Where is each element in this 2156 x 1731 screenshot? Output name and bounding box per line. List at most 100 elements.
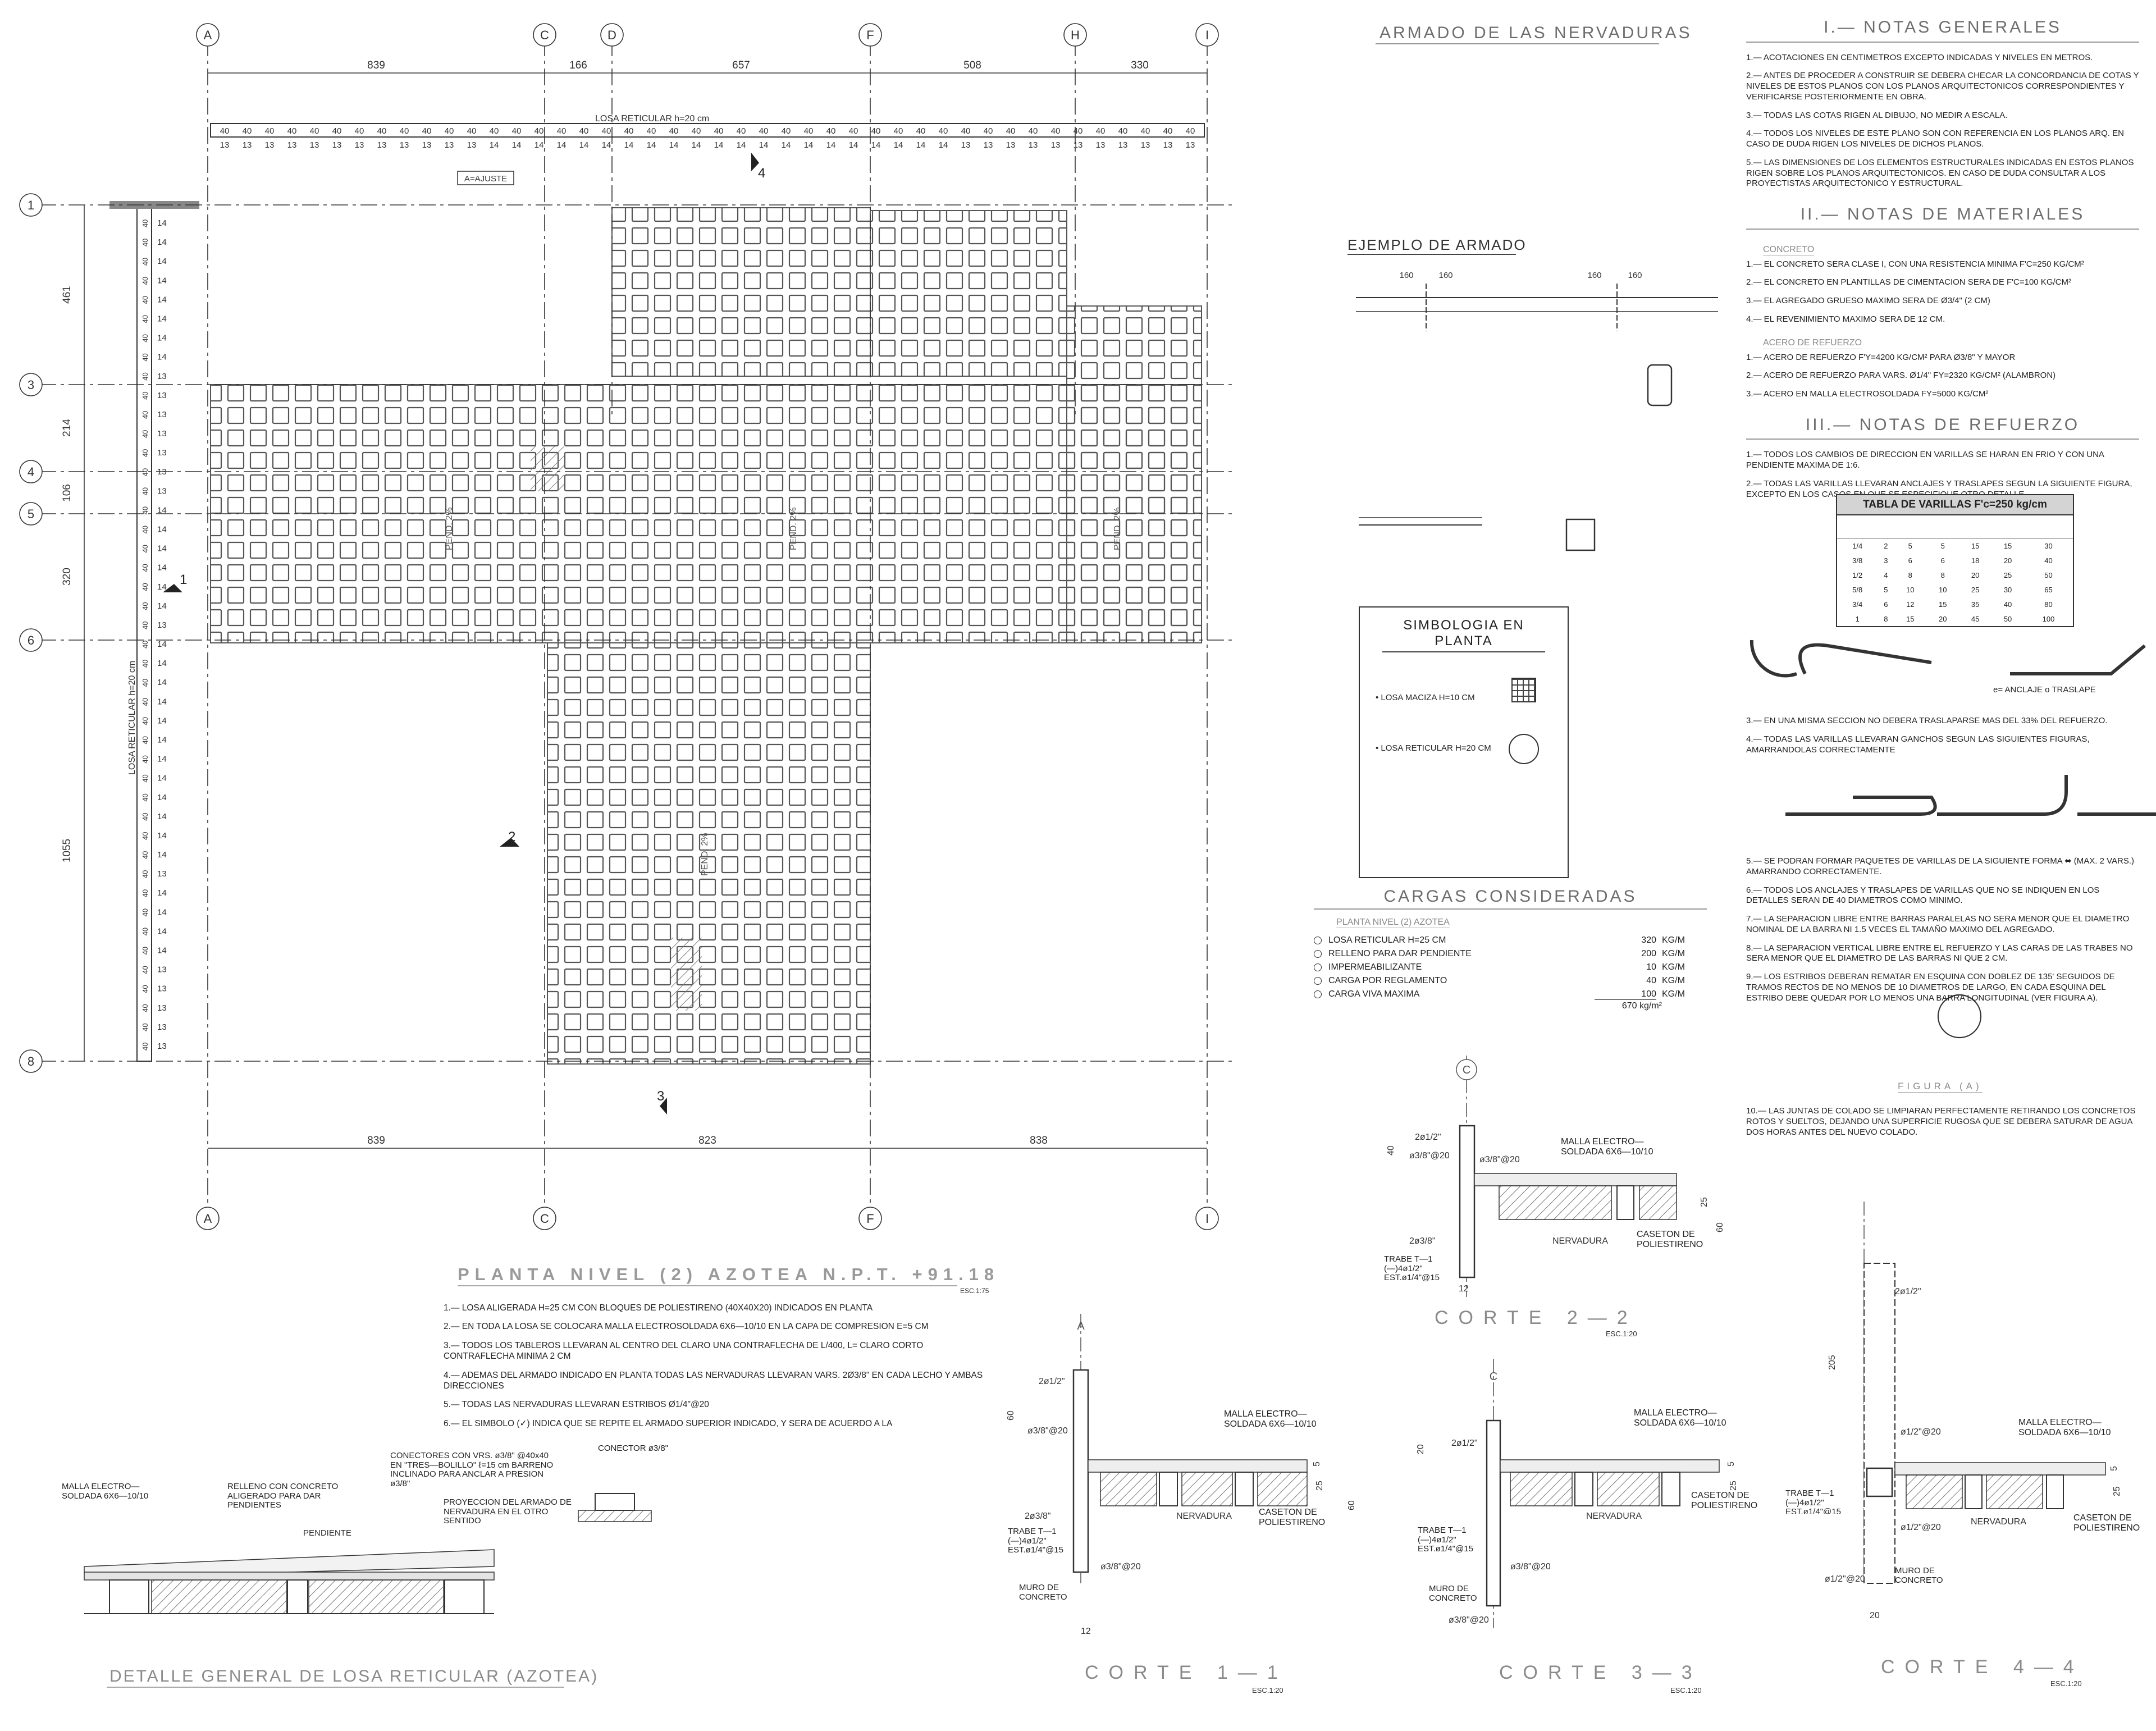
detail-title: DETALLE GENERAL DE LOSA RETICULAR (AZOTE… (109, 1667, 599, 1686)
rib-count-label: 13 (157, 965, 167, 975)
tabla-cell: 5 (1884, 585, 1888, 594)
rib-count-label: 13 (157, 391, 167, 400)
rib-count-label: 13 (157, 1042, 167, 1051)
tabla-cell: 15 (1971, 541, 1980, 550)
dimension-top: 330 (1131, 60, 1149, 71)
rib-spacing-label: 40 (141, 277, 149, 285)
rib-spacing-label: 40 (141, 947, 149, 954)
rib-count-label: 14 (157, 218, 167, 228)
carga-label: CARGA VIVA MAXIMA (1328, 989, 1420, 999)
rib-spacing-label: 40 (1074, 126, 1083, 136)
tabla-cell: 3/4 (1852, 600, 1863, 609)
corte-dim: 60 (1347, 1500, 1356, 1510)
rib-spacing-label: 40 (422, 126, 432, 136)
rib-spacing-label: 40 (141, 258, 149, 266)
rib-spacing-label: 40 (141, 334, 149, 342)
rib-spacing-label: 40 (141, 717, 149, 725)
refuerzo-notes-b: 3.— EN UNA MISMA SECCION NO DEBERA TRASL… (1746, 716, 2139, 755)
rib-count-label: 14 (782, 140, 791, 150)
rib-spacing-label: 40 (894, 126, 903, 136)
ejemplo-title: EJEMPLO DE ARMADO (1347, 236, 1527, 253)
dimension-left: 461 (61, 286, 73, 304)
rib-count-label: 14 (557, 140, 567, 150)
slab-note: 3.— TODOS LOS TABLEROS LLEVARAN AL CENTR… (444, 1340, 924, 1362)
cargas-consideradas: CARGAS CONSIDERADAS PLANTA NIVEL (2) AZO… (1314, 887, 1707, 1011)
dimension-bottom: 838 (1030, 1135, 1048, 1147)
axis-bubble: C (1490, 1371, 1497, 1383)
note-item: 3.— EL AGREGADO GRUESO MAXIMO SERA DE ø3… (1746, 296, 1990, 305)
dimension-left: 320 (61, 568, 73, 586)
grid-bubble-top: C (540, 28, 549, 42)
corte-label: MALLA ELECTRO— SOLDADA 6x6—10/10 (2018, 1418, 2111, 1437)
rib-spacing-label: 40 (1051, 126, 1061, 136)
rib-spacing-label: 40 (141, 832, 149, 839)
rib-count-label: 14 (157, 850, 167, 860)
rib-spacing-label: 40 (141, 602, 149, 610)
note-item: 2.— ANTES DE PROCEDER A CONSTRUIR SE DEB… (1746, 71, 2139, 102)
corte-title: CORTE 4—4 (1881, 1656, 2084, 1678)
rib-spacing-label: 40 (961, 126, 971, 136)
slope-label: PEND. 2% (700, 833, 710, 876)
rib-spacing-label: 40 (287, 126, 297, 136)
rib-spacing-label: 40 (141, 1042, 149, 1050)
grid-bubble-top: I (1205, 28, 1209, 42)
rib-count-label: 13 (157, 1003, 167, 1013)
corte-label: ø1/2"@20 (1901, 1523, 1941, 1532)
rib-count-label: 13 (157, 429, 167, 439)
rib-spacing-label: 40 (141, 449, 149, 457)
note-item: 5.— LAS DIMENSIONES DE LOS ELEMENTOS EST… (1746, 157, 2134, 189)
armado-dim: 160 (1628, 271, 1642, 280)
corte-label: ø3/8"@20 (1027, 1426, 1068, 1436)
rib-count-label: 14 (157, 736, 167, 745)
tabla-cell: 4 (1884, 570, 1888, 579)
tabla-cell: 5 (1940, 541, 1945, 550)
corte-label: NERVADURA (1586, 1511, 1642, 1521)
corte-label: NERVADURA (1176, 1511, 1232, 1521)
slope-label: PEND. 2% (1113, 508, 1122, 550)
slab-notes: 1.— LOSA ALIGERADA h=25 cm CON BLOQUES D… (444, 1303, 994, 1437)
rib-spacing-label: 40 (759, 126, 769, 136)
dimension-bottom: 823 (698, 1135, 716, 1147)
rib-spacing-label: 40 (602, 126, 611, 136)
rib-spacing-label: 40 (400, 126, 409, 136)
rib-spacing-label: 40 (141, 391, 149, 399)
rib-count-label: 14 (157, 888, 167, 898)
tabla-cell: 40 (2003, 600, 2012, 609)
axis-bubble: A (1077, 1320, 1085, 1332)
rib-spacing-label: 40 (1029, 126, 1038, 136)
rib-spacing-label: 40 (355, 126, 364, 136)
rib-spacing-label: 40 (579, 126, 589, 136)
rib-spacing-label: 40 (243, 126, 252, 136)
rib-spacing-label: 40 (141, 1023, 149, 1031)
tabla-cell: 25 (2003, 570, 2012, 579)
carga-unit: kg/m (1662, 989, 1685, 999)
corte-scale: ESC.1:20 (1670, 1686, 1702, 1695)
section-marker-label: 3 (657, 1089, 664, 1104)
rib-spacing-label: 40 (141, 851, 149, 859)
rib-spacing-label: 40 (916, 126, 926, 136)
dimension-top: 657 (732, 60, 750, 71)
tabla-cell: 80 (2044, 600, 2053, 609)
note-item: 2.— EL CONCRETO EN PLANTILLAS DE CIMENTA… (1746, 277, 2071, 287)
rebar-sketches (1750, 640, 2156, 1039)
rib-spacing-label: 40 (467, 126, 477, 136)
tabla-cell: 30 (2003, 585, 2012, 594)
section-marker-label: 4 (758, 166, 765, 181)
corte-label: MALLA ELECTRO— SOLDADA 6x6—10/10 (1224, 1409, 1317, 1429)
detail-label: RELLENO CON CONCRETO ALIGERADO PARA DAR … (227, 1482, 339, 1510)
section-marker (163, 584, 182, 592)
armado-dim: 160 (1438, 271, 1452, 280)
note-item: 8.— LA SEPARACION VERTICAL LIBRE ENTRE E… (1746, 943, 2133, 963)
rib-spacing-label: 40 (141, 372, 149, 380)
cargas-title: CARGAS CONSIDERADAS (1314, 887, 1707, 910)
corte-label: CASETON DE POLIESTIRENO (1637, 1230, 1703, 1249)
tabla-cell: 50 (2003, 614, 2012, 623)
corte-label: 2ø1/2" (1415, 1132, 1441, 1142)
rib-spacing-label: 40 (141, 928, 149, 935)
corte-title: CORTE 1—1 (1085, 1662, 1288, 1683)
dimension-left: 106 (61, 484, 73, 502)
plan-title: PLANTA NIVEL (2) AZOTEA N.P.T. +91.18 (458, 1264, 999, 1284)
corte-label: 2ø1/2" (1039, 1377, 1065, 1386)
corte-dim: 12 (1459, 1284, 1469, 1294)
